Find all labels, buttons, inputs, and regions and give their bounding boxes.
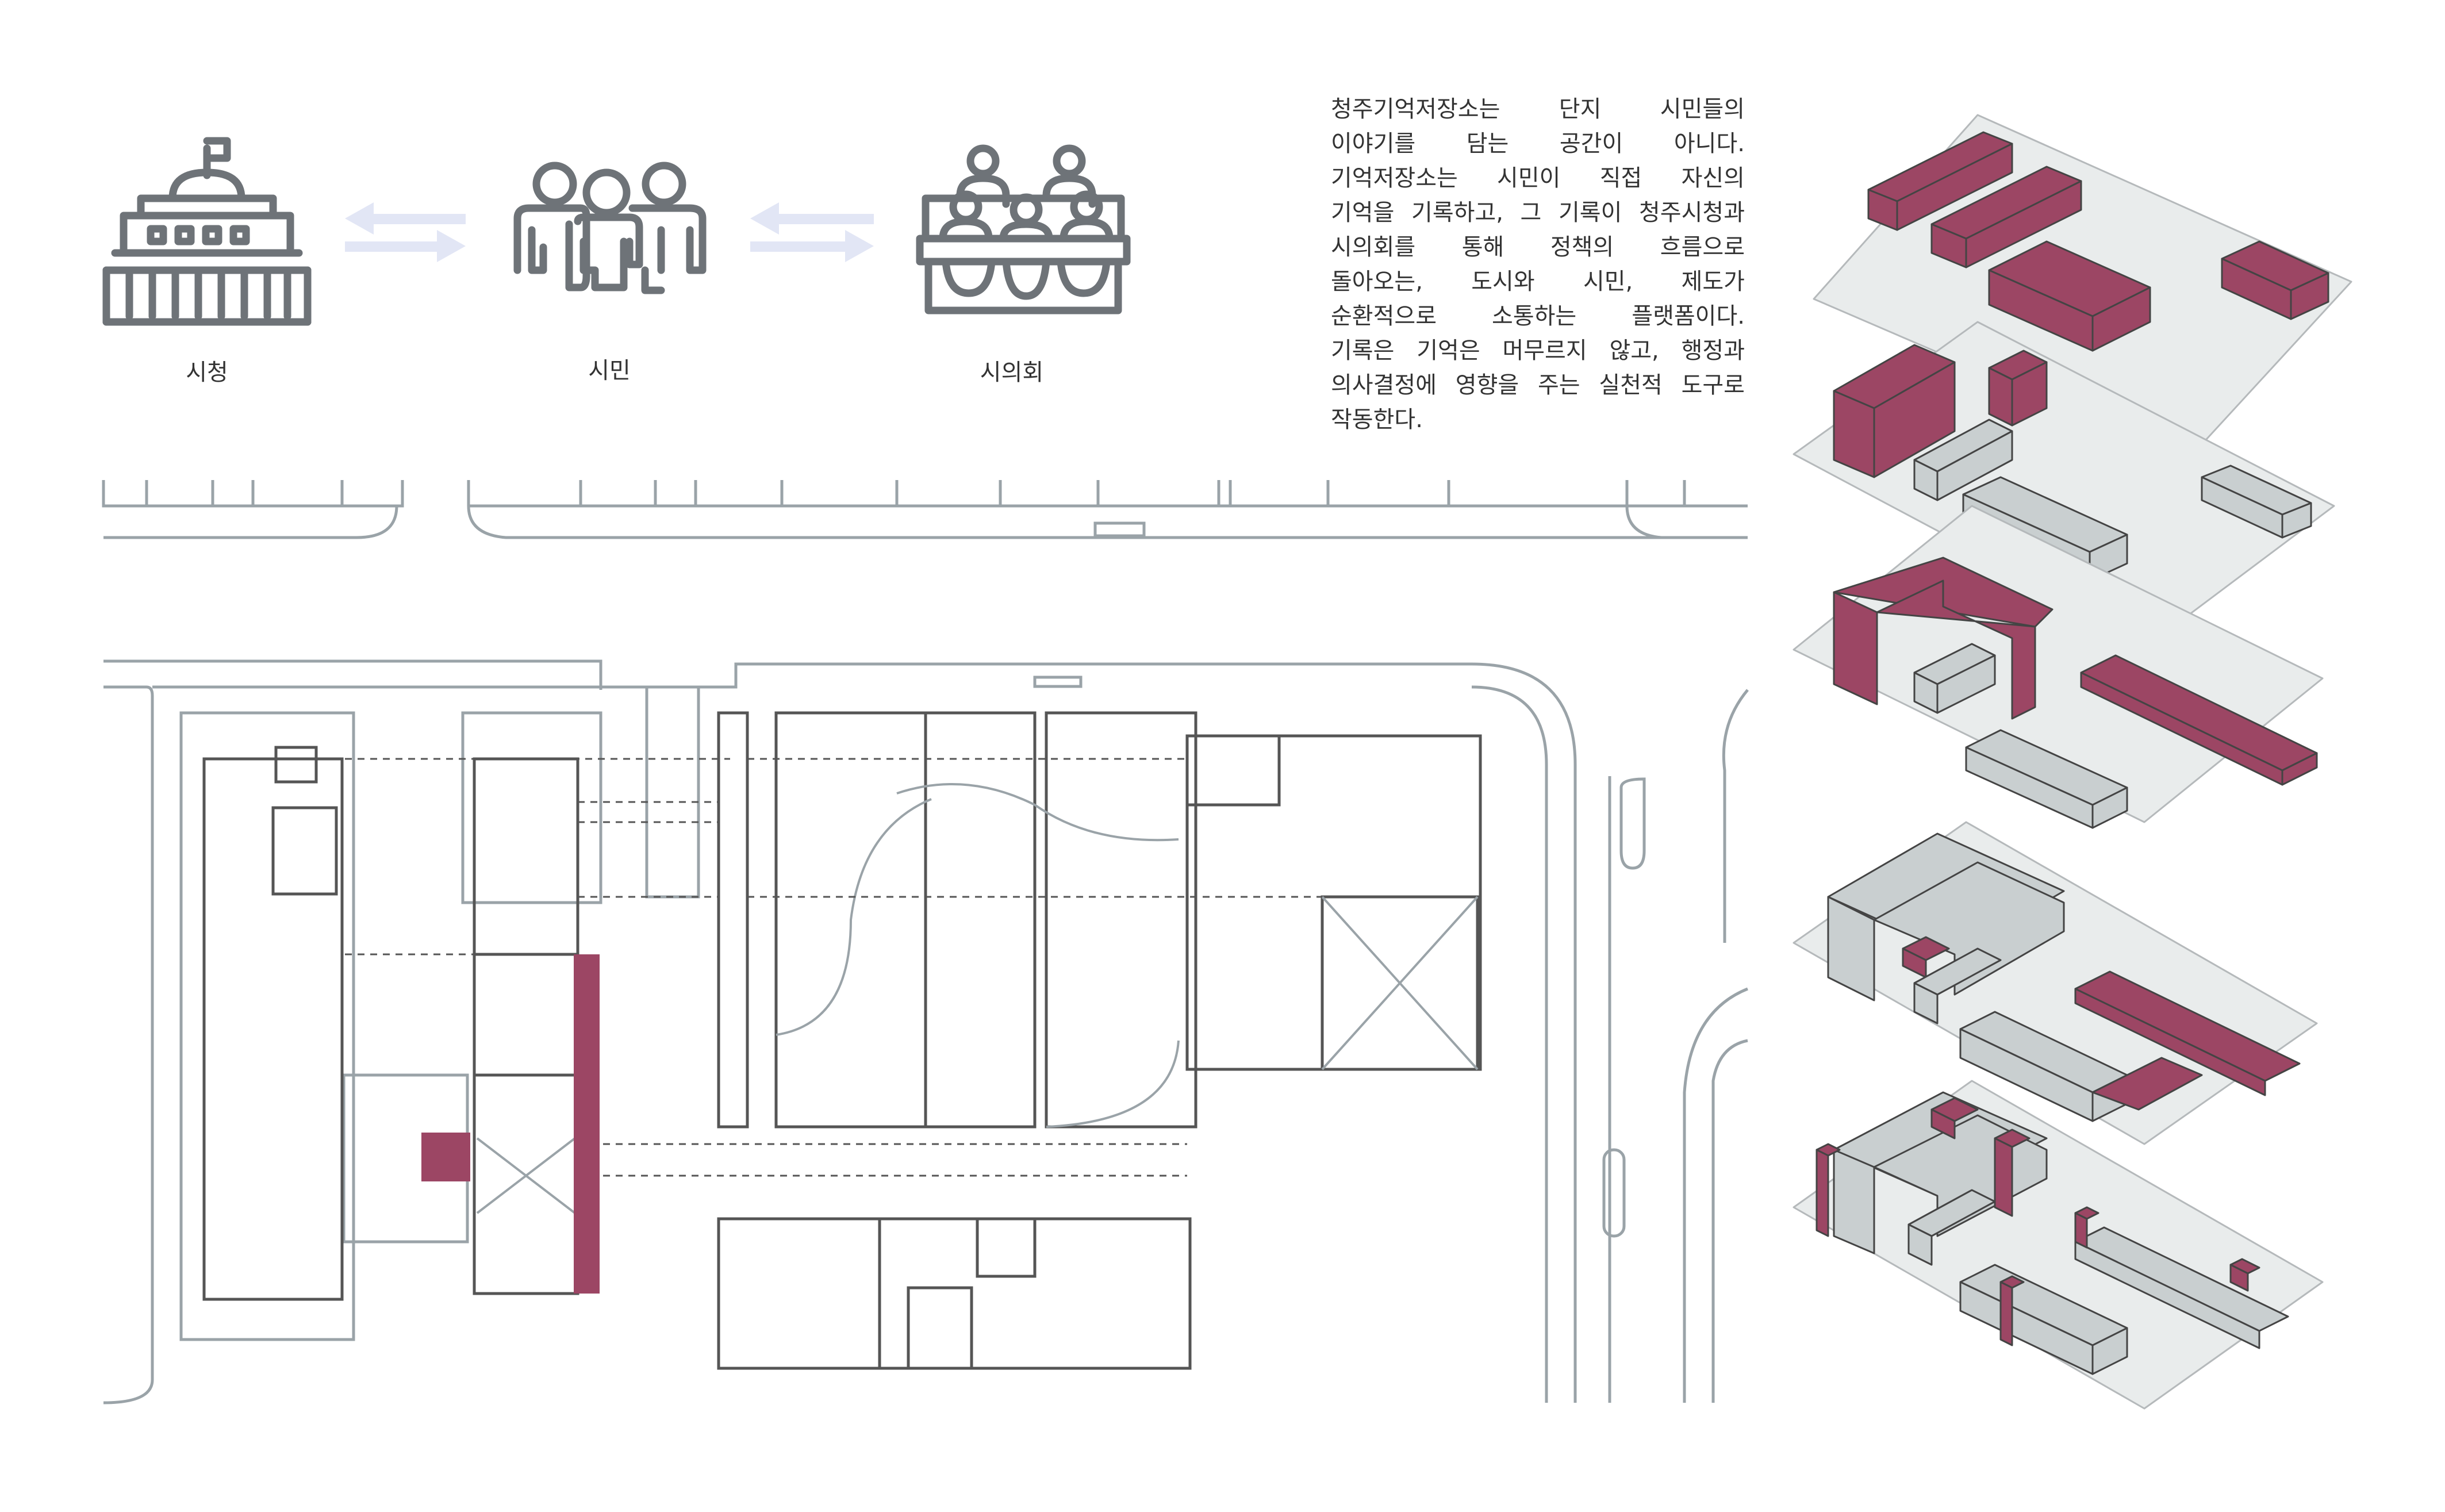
city-hall-icon: [102, 137, 312, 326]
city-council-label: 시의회: [980, 359, 1044, 386]
citizens-icon: [513, 162, 707, 294]
city-council-icon: [916, 144, 1131, 314]
site-plan: [102, 480, 1749, 1404]
description-line: 의사결정에 영향을 주는 실천적 도구로: [1331, 372, 1745, 398]
arrow-icon: [750, 202, 874, 262]
exchange-arrows: [345, 202, 874, 262]
description-line: 기억저장소는 시민이 직접 자신의: [1331, 165, 1745, 191]
axonometric-stack: [1793, 114, 2352, 1410]
description-line: 순환적으로 소통하는 플랫폼이다.: [1331, 303, 1745, 329]
description-line: 청주기억저장소는 단지 시민들의: [1331, 96, 1745, 122]
arrow-icon: [345, 202, 466, 262]
accent-highlights: [421, 954, 600, 1294]
citizens-label: 시민: [588, 358, 631, 384]
description-line: 작동한다.: [1331, 406, 1423, 433]
description-paragraph: 청주기억저장소는 단지 시민들의 이야기를 담는 공간이 아니다. 기억저장소는…: [1331, 92, 1745, 437]
description-line: 이야기를 담는 공간이 아니다.: [1331, 131, 1745, 157]
stakeholder-icons: [102, 137, 1131, 326]
city-hall-label: 시청: [186, 359, 228, 386]
description-line: 기록은 기억은 머무르지 않고, 행정과: [1331, 337, 1745, 364]
description-line: 돌아오는, 도시와 시민, 제도가: [1331, 268, 1745, 295]
description-line: 시의회를 통해 정책의 흐름으로: [1331, 234, 1745, 260]
description-line: 기억을 기록하고, 그 기록이 청주시청과: [1331, 199, 1745, 226]
